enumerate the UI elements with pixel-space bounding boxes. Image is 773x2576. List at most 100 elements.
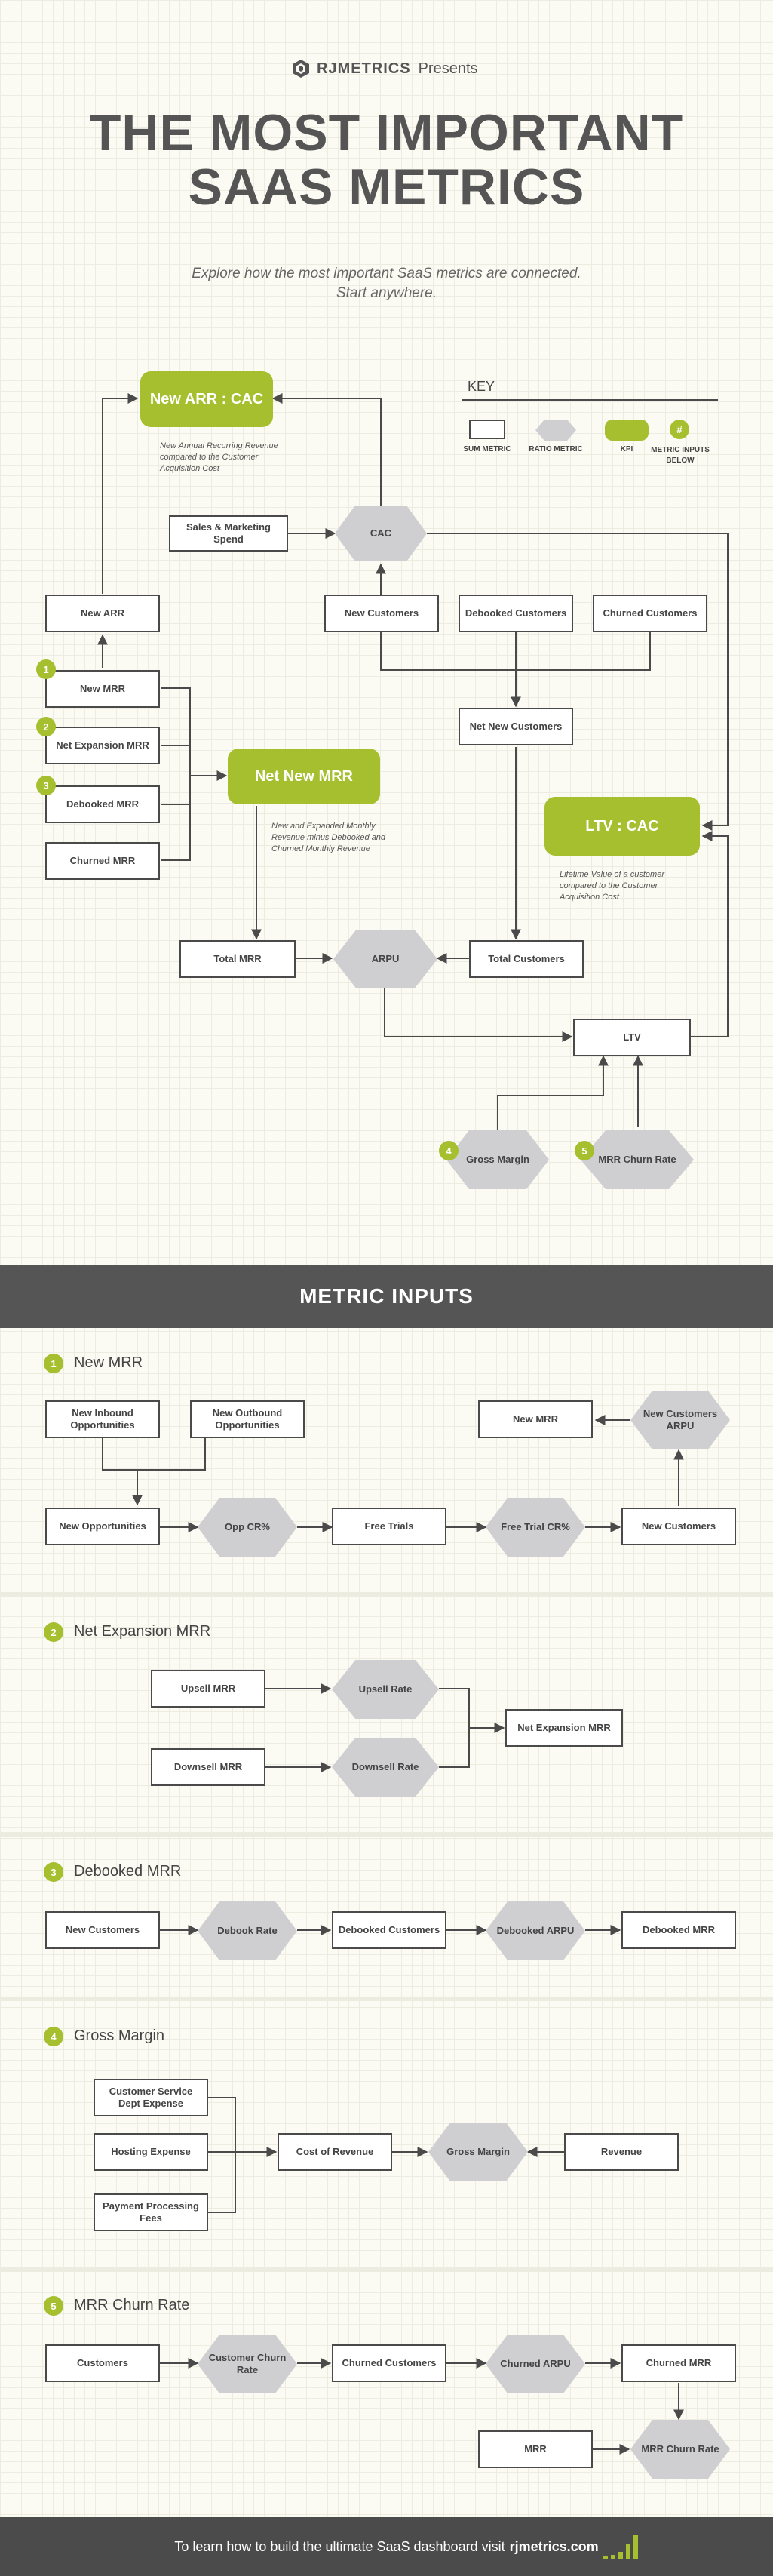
debooked-arpu: Debooked ARPU: [486, 1901, 585, 1960]
downsell-mrr: Downsell MRR: [151, 1748, 265, 1786]
sec5-mrr: MRR: [478, 2430, 593, 2468]
title-line-2: SAAS METRICS: [188, 158, 585, 216]
new-customers: New Customers: [324, 595, 439, 632]
cac: CAC: [335, 506, 427, 561]
churned-customers: Churned Customers: [593, 595, 707, 632]
customer-churn-rate: Customer Churn Rate: [198, 2335, 297, 2393]
new-outbound-opportunities: New Outbound Opportunities: [190, 1400, 305, 1438]
rjmetrics-logo-icon: [293, 60, 309, 78]
key-inputs-line-1: METRIC INPUTS: [651, 446, 710, 454]
new-customers-arpu: New Customers ARPU: [630, 1391, 730, 1449]
upsell-rate: Upsell Rate: [332, 1660, 439, 1719]
brand-logo: RJMETRICS Presents: [291, 57, 487, 80]
kpi-ltv-cac: LTV : CAC: [544, 797, 700, 856]
sec5-churned-mrr: Churned MRR: [621, 2344, 736, 2382]
section-divider: [0, 1832, 773, 1837]
page-title: THE MOST IMPORTANT SAAS METRICS: [0, 106, 773, 214]
sec4-title: Gross Margin: [74, 2027, 165, 2044]
free-trials: Free Trials: [332, 1508, 446, 1545]
key-inputs-line-2: BELOW: [666, 456, 695, 465]
new-arr: New ARR: [45, 595, 160, 632]
gross-margin: Gross Margin: [446, 1130, 549, 1189]
input-marker-5[interactable]: 5: [575, 1141, 594, 1160]
footer-text: To learn how to build the ultimate SaaS …: [174, 2538, 505, 2554]
footer-link[interactable]: rjmetrics.com: [509, 2538, 599, 2554]
sec5-mrr-churn-rate: MRR Churn Rate: [630, 2420, 730, 2479]
mrr-churn-rate: MRR Churn Rate: [581, 1130, 694, 1189]
payment-processing-fees: Payment Processing Fees: [94, 2193, 208, 2231]
key-kpi-label: KPI: [620, 445, 633, 453]
sec3-debooked-mrr: Debooked MRR: [621, 1911, 736, 1949]
sec2-title: Net Expansion MRR: [74, 1623, 211, 1640]
subtitle-line-1: Explore how the most important SaaS metr…: [192, 266, 581, 281]
key-ratio-label: RATIO METRIC: [529, 445, 583, 453]
input-marker-1[interactable]: 1: [36, 659, 56, 679]
total-customers: Total Customers: [469, 940, 584, 978]
opp-cr: Opp CR%: [198, 1498, 297, 1557]
sec1-title: New MRR: [74, 1354, 143, 1371]
new-inbound-opportunities: New Inbound Opportunities: [45, 1400, 160, 1438]
debook-rate: Debook Rate: [198, 1901, 297, 1960]
input-marker-2[interactable]: 2: [36, 717, 56, 736]
sec5-title: MRR Churn Rate: [74, 2297, 190, 2313]
sec3-title: Debooked MRR: [74, 1863, 182, 1880]
section-divider: [0, 1997, 773, 2001]
sec3-number: 3: [44, 1862, 63, 1882]
subtitle: Explore how the most important SaaS metr…: [0, 264, 773, 303]
debooked-customers: Debooked Customers: [459, 595, 573, 632]
revenue: Revenue: [564, 2133, 679, 2171]
sec5-customers: Customers: [45, 2344, 160, 2382]
debooked-mrr: Debooked MRR: [45, 785, 160, 823]
subtitle-line-2: Start anywhere.: [336, 285, 437, 301]
key-sum-label: SUM METRIC: [463, 445, 511, 453]
sec3-new-customers: New Customers: [45, 1911, 160, 1949]
presents-label: Presents: [418, 60, 478, 77]
cost-of-revenue: Cost of Revenue: [278, 2133, 392, 2171]
sec1-new-customers: New Customers: [621, 1508, 736, 1545]
section-divider: [0, 1592, 773, 1597]
sec4-gross-margin: Gross Margin: [428, 2123, 528, 2181]
input-marker-3[interactable]: 3: [36, 776, 56, 795]
input-marker-4[interactable]: 4: [439, 1141, 459, 1160]
upsell-mrr: Upsell MRR: [151, 1670, 265, 1708]
sec5-churned-customers: Churned Customers: [332, 2344, 446, 2382]
new-opportunities: New Opportunities: [45, 1508, 160, 1545]
arpu: ARPU: [333, 930, 437, 988]
total-mrr: Total MRR: [179, 940, 296, 978]
key-kpi-swatch: [605, 420, 649, 441]
brand-name: RJMETRICS: [317, 60, 411, 77]
sec4-number: 4: [44, 2027, 63, 2046]
kpi-new-arr-cac: New ARR : CAC: [140, 371, 273, 427]
sec2-number: 2: [44, 1622, 63, 1642]
kpi-net-new-mrr-desc: New and Expanded Monthly Revenue minus D…: [271, 822, 386, 853]
free-trial-cr: Free Trial CR%: [486, 1498, 585, 1557]
sec2-net-expansion-mrr: Net Expansion MRR: [505, 1709, 623, 1747]
kpi-net-new-mrr: Net New MRR: [228, 749, 380, 804]
hosting-expense: Hosting Expense: [94, 2133, 208, 2171]
ltv: LTV: [573, 1019, 691, 1056]
sec1-new-mrr: New MRR: [478, 1400, 593, 1438]
sec1-number: 1: [44, 1354, 63, 1373]
bar-chart-icon: [603, 2534, 640, 2559]
footer: To learn how to build the ultimate SaaS …: [0, 2517, 773, 2576]
kpi-ltv-cac-desc: Lifetime Value of a customer compared to…: [560, 870, 664, 902]
customer-service-expense: Customer Service Dept Expense: [94, 2079, 208, 2116]
downsell-rate: Downsell Rate: [332, 1738, 439, 1797]
churned-arpu: Churned ARPU: [486, 2335, 585, 2393]
key-inputs-swatch: #: [670, 420, 689, 439]
net-new-customers: Net New Customers: [459, 708, 573, 745]
metric-inputs-band: METRIC INPUTS: [0, 1265, 773, 1328]
key-inputs-label: METRIC INPUTS BELOW: [649, 445, 712, 466]
key-title: KEY: [468, 379, 495, 394]
net-expansion-mrr: Net Expansion MRR: [45, 727, 160, 764]
key-sum-swatch: [469, 420, 505, 439]
churned-mrr: Churned MRR: [45, 842, 160, 880]
sec3-debooked-customers: Debooked Customers: [332, 1911, 446, 1949]
kpi-new-arr-cac-desc: New Annual Recurring Revenue compared to…: [160, 441, 278, 473]
section-divider: [0, 2267, 773, 2271]
key-ratio-swatch: [535, 420, 576, 441]
sec5-number: 5: [44, 2296, 63, 2316]
sales-marketing-spend: Sales & Marketing Spend: [169, 515, 288, 552]
